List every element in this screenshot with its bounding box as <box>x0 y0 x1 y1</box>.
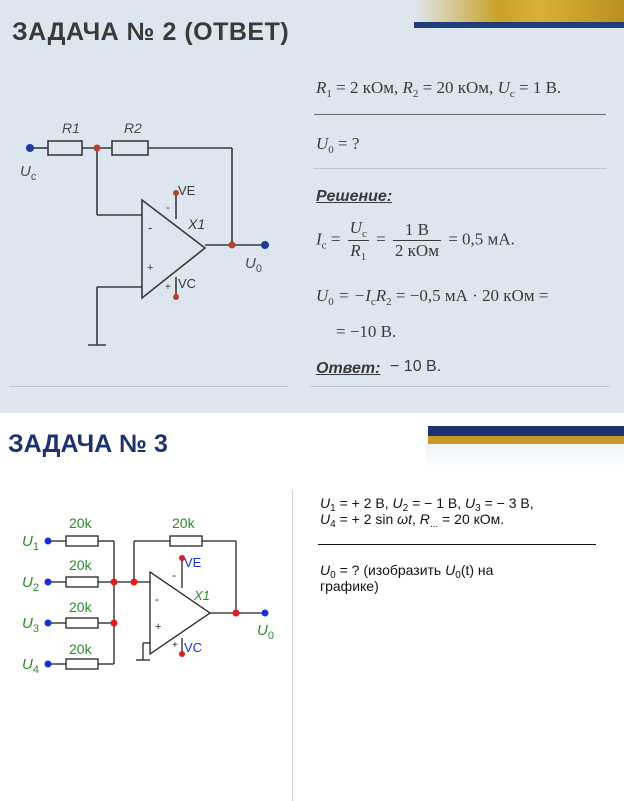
label-minus: - <box>148 220 153 235</box>
task3-given-line2: U4 = + 2 sin ωt, R... = 20 кОм. <box>320 511 505 530</box>
label-plus-bottom-task3: + <box>172 640 178 651</box>
find-separator <box>314 168 606 169</box>
label-minus-top: - <box>166 200 170 214</box>
label-u2: U2 <box>22 574 39 594</box>
label-minus-task3: - <box>155 592 159 606</box>
res-label-2: 20k <box>69 557 92 573</box>
solution-label: Решение: <box>316 188 393 205</box>
task2-title: ЗАДАЧА № 2 (ОТВЕТ) <box>12 18 290 46</box>
label-plus-bottom: + <box>165 282 171 293</box>
label-r2: R2 <box>124 120 142 136</box>
find-line: U0 = ? <box>316 134 360 156</box>
label-u3: U3 <box>22 615 39 635</box>
given-line: R1 = 2 кОм, R2 = 20 кОм, Uc = 1 В. <box>316 78 562 100</box>
task3-find-line2: графике) <box>320 578 379 594</box>
task3-given-line1: U1 = + 2 В, U2 = − 1 В, U3 = − 3 В, <box>320 495 534 514</box>
task3-decoration-shade <box>426 444 624 468</box>
res-label-1: 20k <box>69 515 92 531</box>
res-label-4: 20k <box>69 641 92 657</box>
label-x1: X1 <box>188 216 206 232</box>
task3-decoration-bar <box>428 426 624 436</box>
bottom-separator-right <box>310 386 610 387</box>
task3-separator <box>318 544 596 545</box>
label-uc: Uc <box>20 163 37 183</box>
given-separator <box>314 114 606 115</box>
task3-title: ЗАДАЧА № 3 <box>8 430 168 458</box>
label-vc-task3: VC <box>184 640 203 655</box>
label-u1: U1 <box>22 533 39 553</box>
label-u0-task3: U0 <box>257 622 274 642</box>
label-u0: U0 <box>245 255 262 275</box>
bottom-separator <box>10 386 288 387</box>
task3-find-line1: U0 = ? (изобразить U0(t) на <box>320 562 494 581</box>
label-plus-task3: + <box>155 621 162 633</box>
label-r1: R1 <box>62 120 80 136</box>
task3-circuit <box>44 535 269 670</box>
answer-value: − 10 В. <box>390 358 442 375</box>
equation-u0: U0 = −IcR2 = −0,5 мА · 20 кОм = <box>316 286 549 308</box>
slide-decoration-bar <box>414 0 624 22</box>
label-ve-task3: VE <box>184 555 202 570</box>
label-u4: U4 <box>22 656 39 676</box>
answer-label: Ответ: <box>316 360 381 377</box>
label-x1-task3: X1 <box>194 588 210 603</box>
slide-task2: ЗАДАЧА № 2 (ОТВЕТ) R1 R2 Uc U0 VE <box>0 0 624 413</box>
res-label-feedback: 20k <box>172 515 195 531</box>
task2-circuit <box>26 140 269 346</box>
label-minus-top-task3: - <box>172 568 176 582</box>
label-ve: VE <box>178 183 196 198</box>
label-vc: VC <box>178 276 197 291</box>
task3-decoration-stripe <box>428 436 624 444</box>
res-label-3: 20k <box>69 599 92 615</box>
slide-decoration-stripe <box>414 22 624 28</box>
label-plus: + <box>147 262 154 274</box>
task3-column-divider <box>292 490 293 801</box>
equation-result: = −10 В. <box>336 322 397 341</box>
